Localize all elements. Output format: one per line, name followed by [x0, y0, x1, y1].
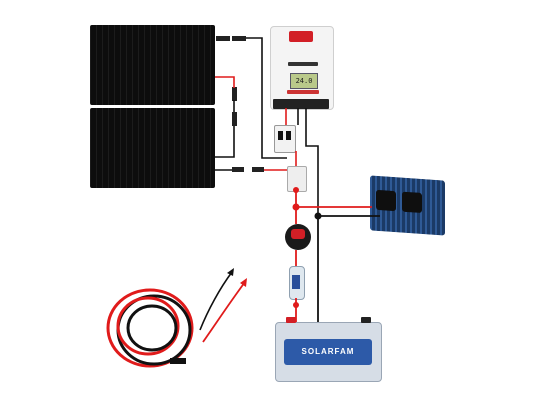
solar-panel-bottom — [90, 108, 215, 188]
coil-loop-black-inner — [126, 304, 178, 352]
mc4-body — [232, 112, 237, 126]
mc4-connector-bottom-b — [232, 167, 264, 172]
controller-display: 24.0 — [290, 73, 318, 89]
coil-loop-red-inner — [116, 296, 180, 356]
fuse-junction — [293, 187, 299, 193]
arrow-black-up — [199, 268, 234, 331]
coil-loop-red — [106, 288, 194, 368]
positive-junction — [292, 203, 300, 211]
battery-brand-label: SOLARFAM — [301, 347, 355, 356]
mc4-body — [252, 167, 264, 172]
coil-connector — [170, 358, 186, 364]
controller-button-row — [287, 90, 319, 94]
battery-negative-terminal — [361, 317, 371, 323]
mc4-body — [232, 167, 244, 172]
battery-label-band: SOLARFAM — [284, 339, 372, 365]
controller-brand-mark — [288, 62, 318, 66]
charge-controller: 24.0 — [270, 26, 334, 110]
breaker-switch-right — [286, 131, 291, 140]
breaker-switch-left — [278, 131, 283, 140]
battery-disconnect-switch — [285, 224, 311, 250]
fuse-core — [292, 275, 300, 289]
battery: SOLARFAM — [275, 317, 382, 382]
controller-top-accent — [289, 31, 313, 42]
mc4-connector-bottom-a — [232, 112, 237, 126]
pv-negative-wire — [246, 37, 287, 159]
cable-coil — [106, 288, 194, 368]
mc4-body — [232, 36, 246, 41]
controller-terminal-block — [273, 99, 329, 109]
battery-positive-junction — [293, 302, 299, 308]
arrow-black-line — [199, 271, 233, 331]
arrow-red-head — [240, 278, 247, 287]
panel-series-positive-wire — [215, 76, 235, 88]
mc4-connector-top-a — [216, 36, 246, 41]
negative-junction — [314, 212, 322, 220]
circuit-breaker — [274, 125, 296, 153]
mc4-connector-top-b — [232, 87, 237, 101]
battery-positive-terminal — [286, 317, 296, 323]
controller-negative-bus — [305, 108, 319, 216]
switch-red-knob — [291, 229, 305, 239]
mc4-body — [216, 36, 230, 41]
solar-panel-top — [90, 25, 215, 105]
arrow-red-up — [202, 278, 247, 343]
arrow-black-head — [227, 268, 234, 276]
arrow-red-line — [202, 281, 246, 343]
battery-fuse — [289, 266, 305, 300]
mc4-body — [232, 87, 237, 101]
panel-series-negative-wire — [215, 126, 235, 158]
